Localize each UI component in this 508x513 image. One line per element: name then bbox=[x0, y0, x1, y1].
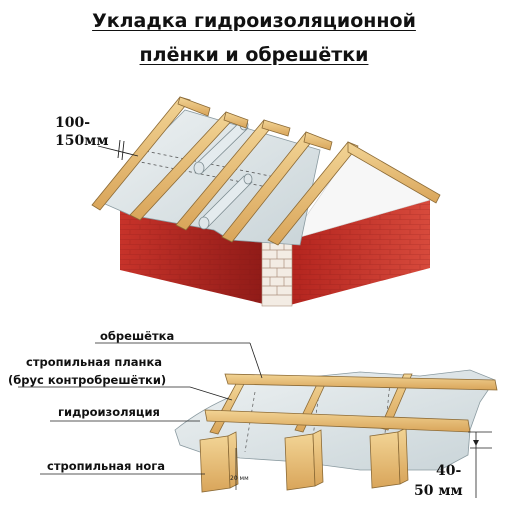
label-rafter: стропильная нога bbox=[47, 459, 165, 473]
membrane-roll-lower bbox=[198, 173, 253, 230]
label-batten-line-1: стропильная планка bbox=[26, 355, 162, 369]
detail-rafters bbox=[199, 427, 409, 493]
overlap-label-line-2: 150мм bbox=[55, 133, 109, 149]
gap-label-line-2: 50 мм bbox=[414, 483, 463, 499]
label-membrane: гидроизоляция bbox=[58, 405, 160, 419]
rafter-5 bbox=[267, 141, 359, 246]
diagram-title-line-2: плёнки и обрешётки bbox=[139, 44, 369, 66]
gap-small-label: 20 мм bbox=[230, 475, 249, 482]
roof-detail-illustration: 20 мм 40- 50 мм bbox=[174, 369, 498, 499]
diagram-title-line-1: Укладка гидроизоляционной bbox=[92, 10, 416, 32]
roof-rafters bbox=[91, 96, 441, 246]
overlap-label-line-1: 100- bbox=[55, 115, 90, 131]
gap-label-line-1: 40- bbox=[436, 463, 461, 479]
detail-rafter-1 bbox=[199, 435, 231, 493]
gap-dimension: 20 мм 40- 50 мм bbox=[230, 431, 492, 499]
house-illustration bbox=[91, 96, 441, 307]
detail-rafter-3 bbox=[369, 431, 401, 489]
detail-rafter-2 bbox=[284, 433, 316, 491]
label-lathing: обрешётка bbox=[100, 329, 174, 343]
overlap-dimension: 100- 150мм bbox=[55, 115, 139, 161]
label-batten-line-2: (брус контробрешётки) bbox=[8, 373, 166, 387]
lathing-batten-upper bbox=[224, 373, 498, 391]
rafter-1 bbox=[91, 96, 191, 211]
gable-rafter bbox=[347, 141, 441, 204]
detail-labels: обрешётка стропильная планка (брус контр… bbox=[8, 329, 263, 475]
